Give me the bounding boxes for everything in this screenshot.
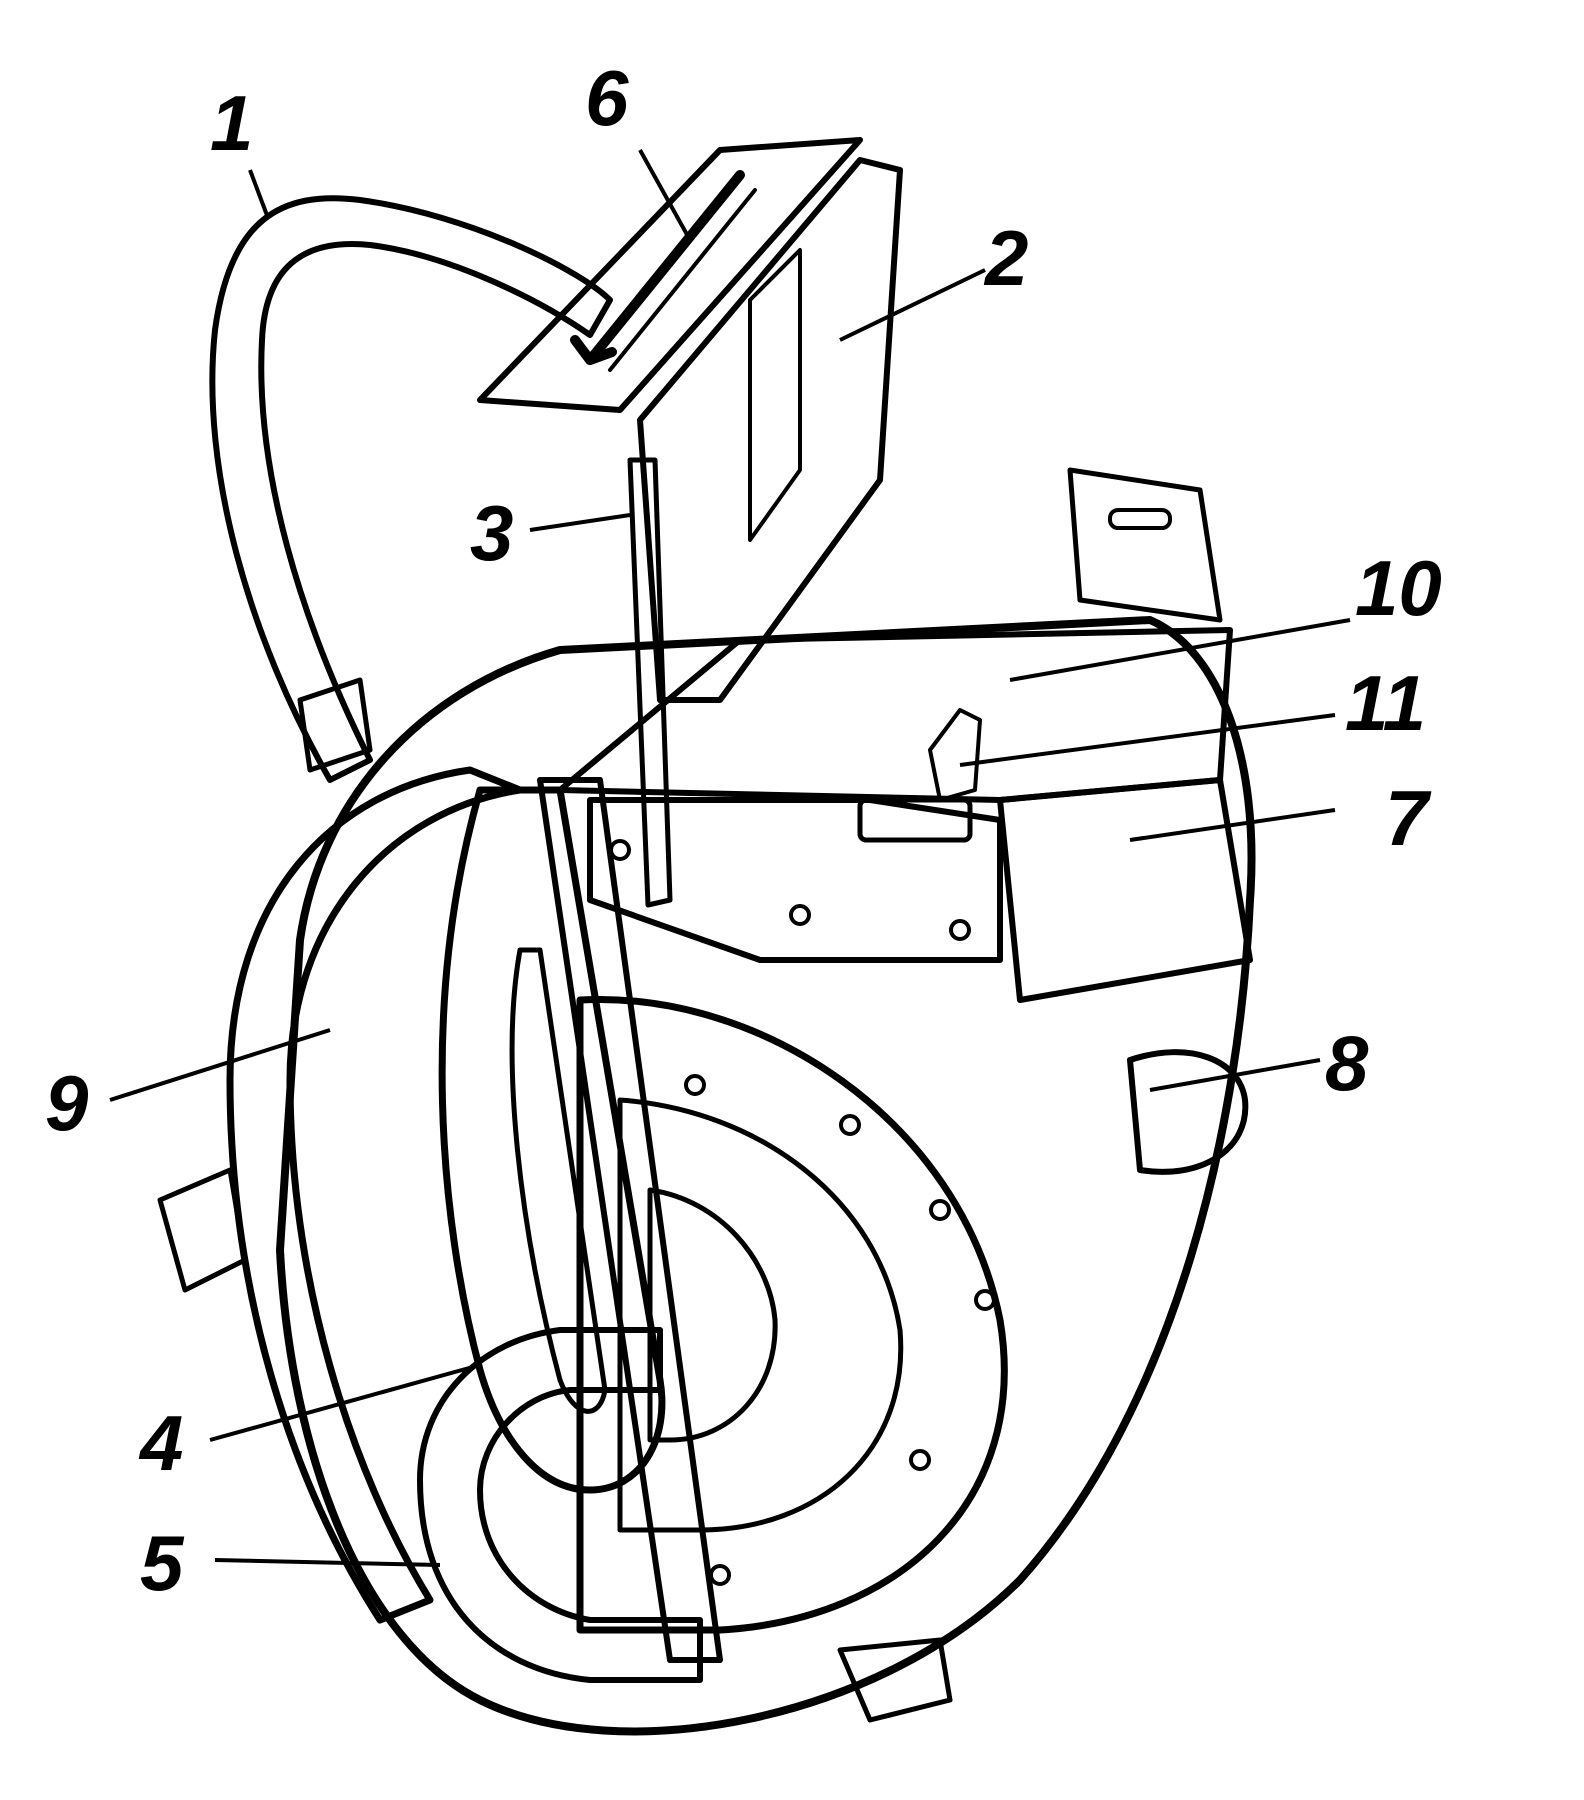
callout-4: 4 xyxy=(138,1399,183,1487)
inner-loop-guide xyxy=(438,786,666,1494)
carrying-strap xyxy=(209,195,613,783)
callout-1: 1 xyxy=(210,79,253,167)
side-knob xyxy=(1127,1049,1249,1175)
pointer-rod xyxy=(627,457,673,908)
callout-8: 8 xyxy=(1325,1019,1369,1107)
callout-labels: 1 2 3 4 5 6 7 8 9 10 11 xyxy=(45,54,1442,1607)
callout-2: 2 xyxy=(983,214,1028,302)
base-foot xyxy=(837,1637,953,1723)
lower-carrier-frame xyxy=(417,1327,703,1683)
right-box-housing xyxy=(997,467,1253,1003)
callout-9: 9 xyxy=(45,1059,89,1147)
callout-10: 10 xyxy=(1355,544,1442,632)
leader-lines xyxy=(109,149,1351,1567)
case-body xyxy=(276,616,1256,1736)
callout-3: 3 xyxy=(470,489,513,577)
callout-6: 6 xyxy=(585,54,629,142)
center-guide-bar xyxy=(537,777,723,1663)
upright-card-panel xyxy=(637,157,903,703)
callout-11: 11 xyxy=(1345,659,1426,747)
mounting-bracket xyxy=(587,797,1003,963)
left-side-tab xyxy=(157,677,373,1293)
callout-5: 5 xyxy=(140,1519,185,1607)
latch-tab xyxy=(928,708,982,802)
arrow-placard xyxy=(477,137,863,413)
callout-7: 7 xyxy=(1385,774,1432,862)
outer-ring xyxy=(226,766,524,1624)
